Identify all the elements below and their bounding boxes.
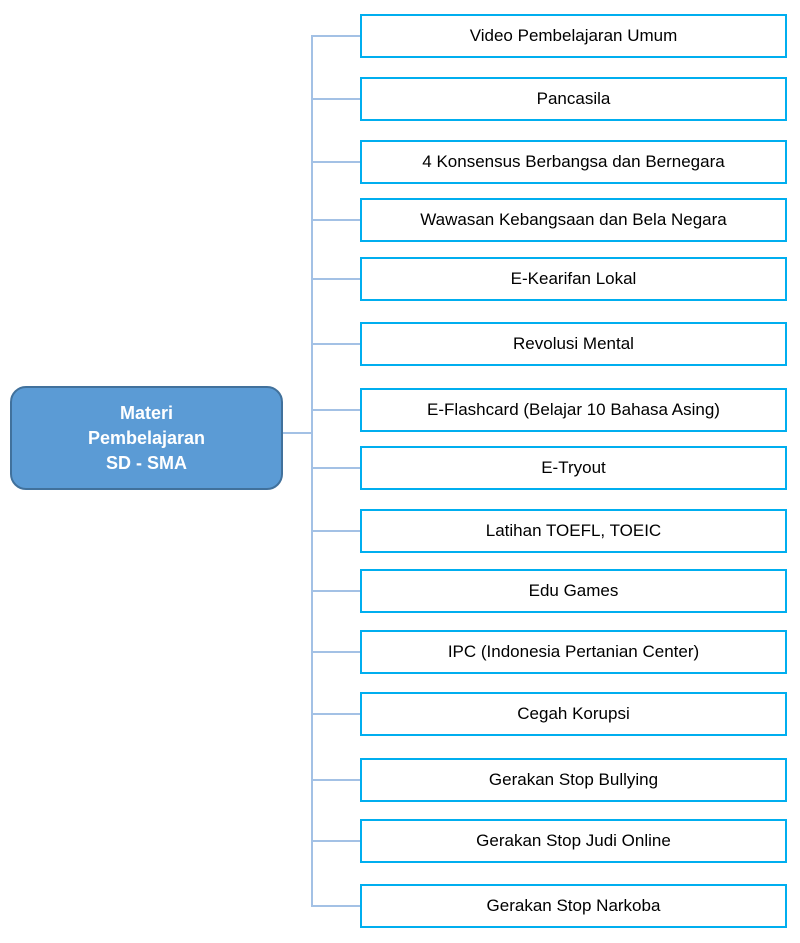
root-label-line-2: Pembelajaran <box>87 427 206 448</box>
connector-line <box>311 35 360 37</box>
connector-line <box>311 98 360 100</box>
branch-label: Gerakan Stop Bullying <box>488 770 659 789</box>
connector-line <box>311 278 360 280</box>
branch-box: IPC (Indonesia Pertanian Center) <box>360 630 787 674</box>
branch-box: Gerakan Stop Bullying <box>360 758 787 802</box>
branch-label: Gerakan Stop Narkoba <box>486 896 661 915</box>
branch-box: Video Pembelajaran Umum <box>360 14 787 58</box>
connector-line <box>311 590 360 592</box>
connector-line <box>311 343 360 345</box>
connector-line <box>311 530 360 532</box>
branch-label: Pancasila <box>536 89 611 108</box>
branch-box: E-Flashcard (Belajar 10 Bahasa Asing) <box>360 388 787 432</box>
connector-line <box>311 651 360 653</box>
branch-label: Revolusi Mental <box>513 334 634 353</box>
branch-label: Edu Games <box>528 581 619 600</box>
branch-label: E-Flashcard (Belajar 10 Bahasa Asing) <box>427 400 720 419</box>
branch-box: Gerakan Stop Judi Online <box>360 819 787 863</box>
branch-box: Gerakan Stop Narkoba <box>360 884 787 928</box>
root-connector-line <box>283 432 312 434</box>
branch-label: Video Pembelajaran Umum <box>469 26 678 45</box>
branch-box: Revolusi Mental <box>360 322 787 366</box>
branch-label: E-Tryout <box>541 458 606 477</box>
branch-label: IPC (Indonesia Pertanian Center) <box>447 642 700 661</box>
connector-line <box>311 161 360 163</box>
connector-line <box>311 219 360 221</box>
branch-label: Wawasan Kebangsaan dan Bela Negara <box>420 210 727 229</box>
root-node: Materi Pembelajaran SD - SMA <box>10 386 283 490</box>
branch-label: Latihan TOEFL, TOEIC <box>485 521 662 540</box>
branch-box: E-Tryout <box>360 446 787 490</box>
branch-box: Pancasila <box>360 77 787 121</box>
branch-label: 4 Konsensus Berbangsa dan Bernegara <box>422 152 725 171</box>
connector-line <box>311 713 360 715</box>
trunk-connector-line <box>311 36 313 906</box>
connector-line <box>311 905 360 907</box>
connector-line <box>311 779 360 781</box>
branch-box: 4 Konsensus Berbangsa dan Bernegara <box>360 140 787 184</box>
connector-line <box>311 409 360 411</box>
root-label-line-3: SD - SMA <box>106 452 187 473</box>
branch-box: Cegah Korupsi <box>360 692 787 736</box>
branch-label: Gerakan Stop Judi Online <box>476 831 671 850</box>
branch-label: E-Kearifan Lokal <box>510 269 637 288</box>
branch-label: Cegah Korupsi <box>517 704 630 723</box>
branch-box: E-Kearifan Lokal <box>360 257 787 301</box>
branch-box: Wawasan Kebangsaan dan Bela Negara <box>360 198 787 242</box>
branch-box: Latihan TOEFL, TOEIC <box>360 509 787 553</box>
root-label-line-1: Materi <box>119 402 173 423</box>
connector-line <box>311 467 360 469</box>
connector-line <box>311 840 360 842</box>
branch-box: Edu Games <box>360 569 787 613</box>
